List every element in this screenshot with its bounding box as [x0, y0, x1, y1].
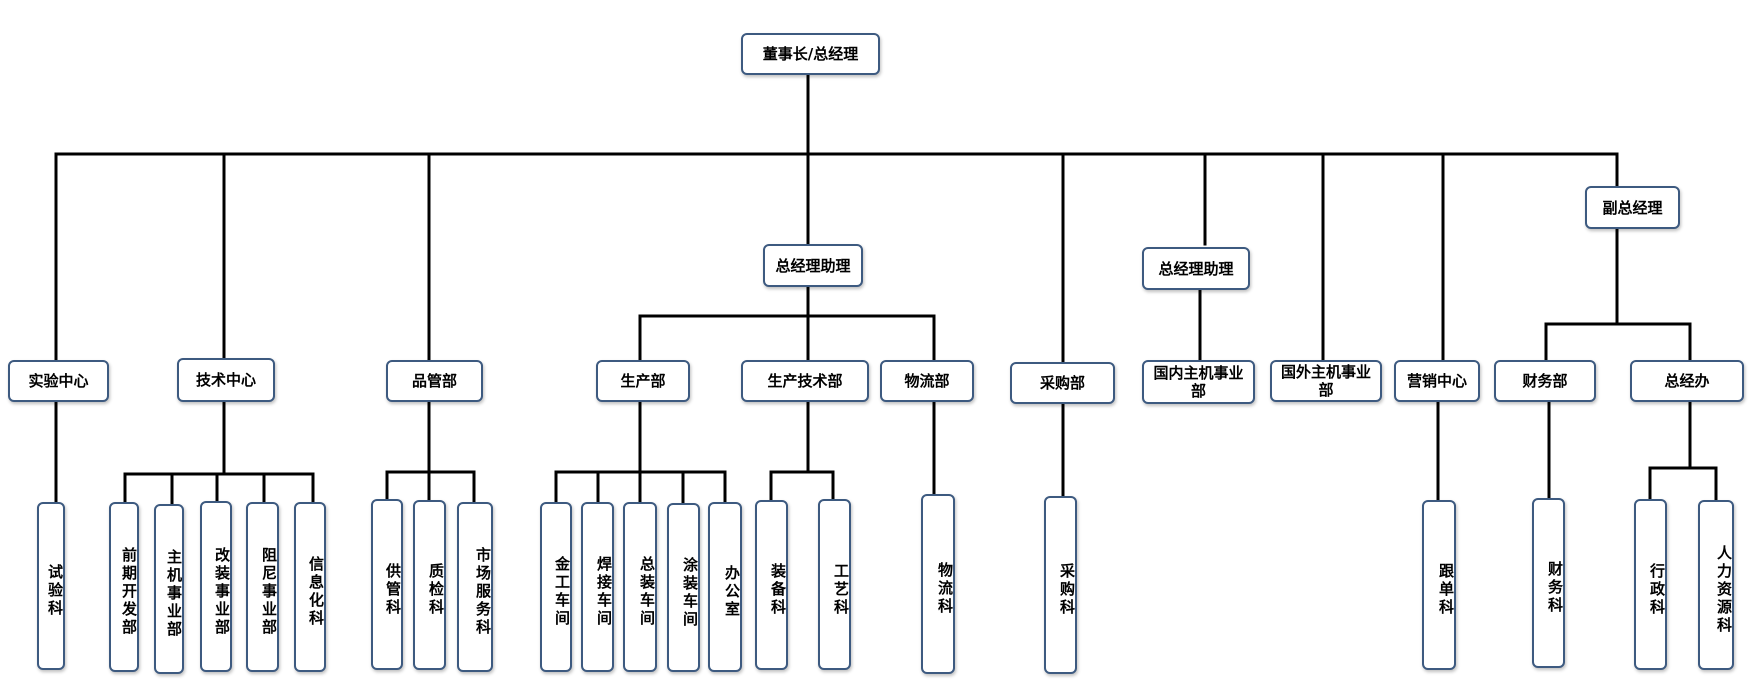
node-gm-office: 总经办 [1630, 360, 1744, 402]
node-label: 董事长/总经理 [762, 45, 859, 63]
node-admin-section: 行政科 [1634, 499, 1667, 670]
node-vice-gm: 副总经理 [1585, 186, 1680, 229]
node-tech-center: 技术中心 [177, 358, 275, 402]
node-label: 市场服务科 [474, 547, 492, 637]
node-logistics-section: 物流科 [921, 494, 955, 674]
node-supply-mgmt-section: 供管科 [371, 499, 403, 670]
node-label: 国外主机事业部 [1280, 363, 1371, 399]
node-modification-div: 改装事业部 [200, 501, 232, 672]
node-lab-center: 实验中心 [8, 360, 109, 402]
node-hr-section: 人力资源科 [1698, 500, 1734, 670]
node-purchasing-dept: 采购部 [1010, 362, 1115, 404]
node-logistics-dept: 物流部 [880, 360, 974, 402]
node-quality-dept: 品管部 [386, 360, 483, 402]
node-equipment-section: 装备科 [755, 500, 788, 670]
node-label: 人力资源科 [1715, 545, 1733, 635]
node-purchasing-section: 采购科 [1044, 496, 1077, 674]
node-assembly-workshop: 总装车间 [623, 502, 657, 672]
node-label: 实验中心 [28, 372, 89, 390]
node-label: 跟单科 [1437, 563, 1455, 617]
node-label: 工艺科 [832, 562, 850, 617]
node-prod-tech-dept: 生产技术部 [741, 360, 869, 402]
node-finance-dept: 财务部 [1494, 360, 1596, 402]
node-label: 焊接车间 [595, 556, 613, 628]
node-label: 总经理助理 [775, 256, 851, 275]
node-production-dept: 生产部 [596, 360, 690, 402]
node-label: 供管科 [384, 562, 402, 617]
node-finance-section: 财务科 [1532, 498, 1565, 668]
node-label: 总经理助理 [1158, 259, 1234, 278]
node-label: 涂装车间 [681, 556, 699, 629]
node-label: 物流科 [936, 562, 954, 616]
node-label: 改装事业部 [213, 546, 231, 637]
node-test-section: 试验科 [37, 502, 65, 670]
node-damping-div: 阻尼事业部 [246, 502, 279, 672]
node-label: 财务科 [1546, 561, 1564, 615]
node-label: 试验科 [46, 564, 64, 618]
node-label: 金工车间 [553, 556, 571, 628]
node-label: 阻尼事业部 [260, 547, 278, 637]
node-market-service-section: 市场服务科 [457, 502, 493, 672]
node-gm-assistant-2: 总经理助理 [1142, 247, 1250, 290]
node-early-dev-dept: 前期开发部 [109, 502, 139, 672]
node-office: 办公室 [708, 502, 742, 672]
node-painting-workshop: 涂装车间 [667, 503, 700, 672]
node-label: 质检科 [427, 563, 445, 617]
node-label: 副总经理 [1602, 198, 1663, 217]
node-label: 财务部 [1522, 372, 1568, 390]
node-chairman-gm: 董事长/总经理 [741, 33, 880, 75]
node-welding-workshop: 焊接车间 [581, 502, 614, 672]
node-label: 前期开发部 [120, 547, 138, 637]
node-label: 品管部 [411, 372, 457, 390]
node-it-section: 信息化科 [294, 502, 326, 672]
node-domestic-division: 国内主机事业部 [1142, 360, 1255, 404]
node-label: 采购科 [1058, 563, 1076, 617]
node-label: 主机事业部 [165, 549, 183, 639]
node-label: 行政科 [1648, 562, 1666, 617]
node-process-section: 工艺科 [818, 499, 851, 670]
node-label: 总经办 [1664, 372, 1710, 390]
node-label: 总装车间 [638, 556, 656, 628]
node-label: 办公室 [723, 565, 741, 619]
node-qc-section: 质检科 [413, 500, 446, 670]
node-marketing-center: 营销中心 [1394, 360, 1480, 402]
node-label: 技术中心 [195, 371, 256, 389]
node-label: 国内主机事业部 [1153, 364, 1244, 400]
node-label: 装备科 [769, 563, 787, 617]
node-label: 营销中心 [1406, 372, 1467, 390]
node-main-engine-div: 主机事业部 [154, 504, 184, 674]
node-label: 信息化科 [307, 556, 325, 628]
node-label: 生产技术部 [767, 372, 843, 390]
node-metalwork-workshop: 金工车间 [540, 502, 572, 672]
node-label: 物流部 [904, 372, 950, 390]
node-order-follow-section: 跟单科 [1422, 500, 1456, 670]
node-gm-assistant-1: 总经理助理 [763, 244, 863, 287]
node-overseas-division: 国外主机事业部 [1270, 360, 1382, 402]
node-label: 采购部 [1039, 374, 1085, 392]
node-label: 生产部 [620, 372, 666, 390]
